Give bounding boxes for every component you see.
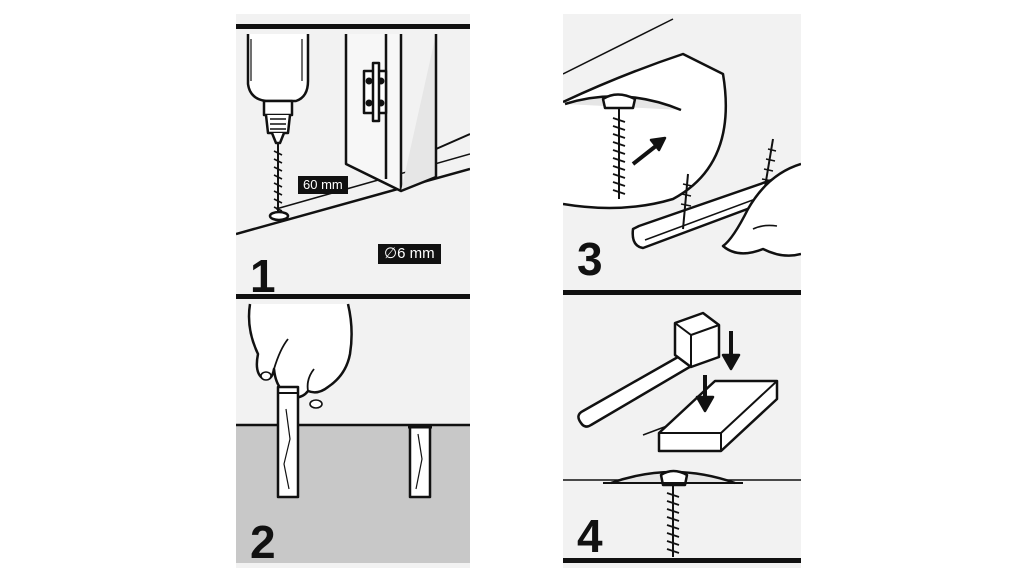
step-number-3: 3 <box>577 233 603 285</box>
step-1-2-divider <box>236 294 470 299</box>
drill-icon <box>236 34 470 236</box>
screw-profile-icon <box>563 18 801 257</box>
hand-dowel-icon <box>236 303 470 563</box>
right-column: 3 <box>563 14 801 568</box>
step-2-panel: 2 <box>236 299 470 563</box>
top-rule <box>236 24 470 29</box>
step-number-4: 4 <box>577 510 603 557</box>
left-column: 60 mm ∅6 mm 1 <box>236 14 470 568</box>
step-number-2: 2 <box>250 516 276 563</box>
bottom-rule <box>563 558 801 563</box>
step-3-4-divider <box>563 290 801 295</box>
step-1-panel: 60 mm ∅6 mm 1 <box>236 29 470 294</box>
diameter-label: ∅6 mm <box>378 244 441 264</box>
hammer-block-icon <box>563 311 801 557</box>
step-4-panel: 4 <box>563 295 801 557</box>
depth-label: 60 mm <box>298 176 348 194</box>
step-3-panel: 3 <box>563 14 801 289</box>
step-number-1: 1 <box>250 250 276 294</box>
